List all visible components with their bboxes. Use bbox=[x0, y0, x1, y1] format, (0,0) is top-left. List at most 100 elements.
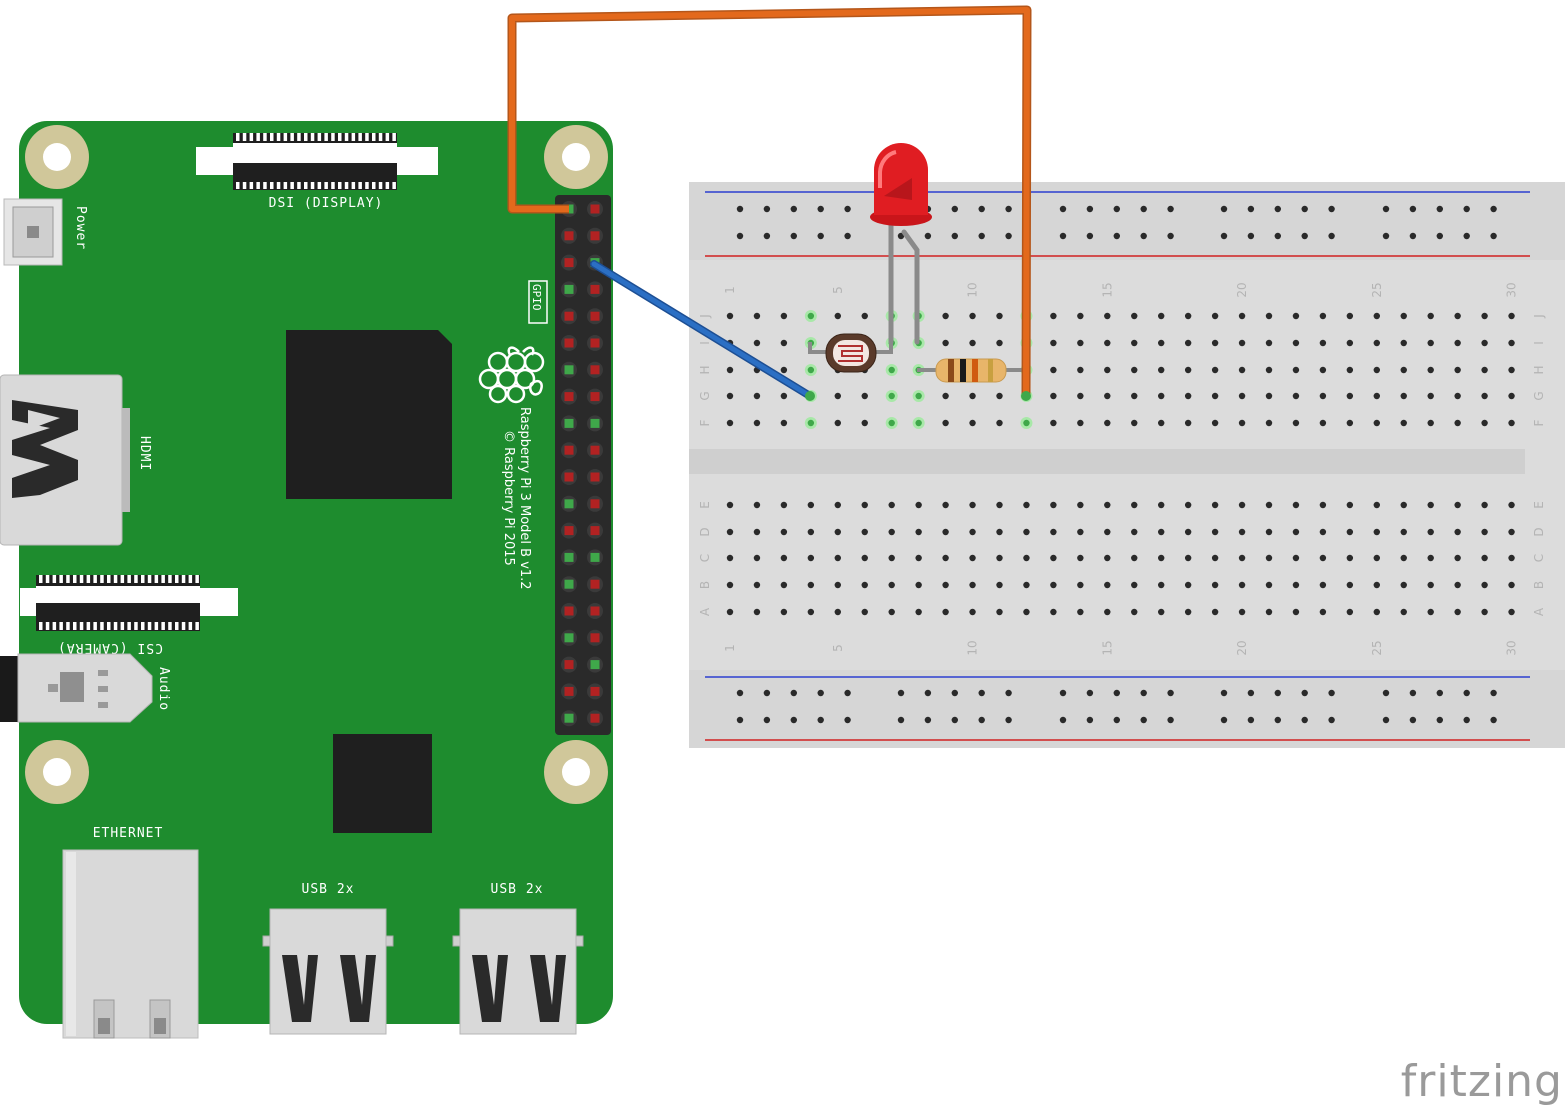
breadboard-hole[interactable] bbox=[1265, 608, 1273, 616]
breadboard-hole[interactable] bbox=[726, 419, 734, 427]
breadboard-hole[interactable] bbox=[888, 608, 895, 616]
rail-hole[interactable] bbox=[817, 232, 824, 240]
breadboard-hole[interactable] bbox=[1508, 392, 1515, 400]
gpio-pin[interactable] bbox=[564, 499, 574, 509]
rail-hole[interactable] bbox=[1409, 232, 1417, 240]
breadboard-hole[interactable] bbox=[1400, 392, 1407, 400]
breadboard-hole[interactable] bbox=[969, 581, 976, 589]
rail-hole[interactable] bbox=[736, 205, 744, 213]
rail-hole[interactable] bbox=[1005, 689, 1012, 697]
rail-hole[interactable] bbox=[1059, 689, 1067, 697]
breadboard-hole[interactable] bbox=[1481, 581, 1488, 589]
rail-hole[interactable] bbox=[1140, 689, 1147, 697]
breadboard-hole[interactable] bbox=[1023, 608, 1030, 616]
breadboard-hole[interactable] bbox=[780, 366, 788, 374]
rail-hole[interactable] bbox=[1247, 205, 1255, 213]
breadboard-hole[interactable] bbox=[915, 554, 922, 562]
breadboard-hole[interactable] bbox=[1508, 608, 1515, 616]
breadboard-hole[interactable] bbox=[1238, 392, 1246, 400]
rail-hole[interactable] bbox=[897, 689, 905, 697]
breadboard-hole[interactable] bbox=[1238, 419, 1246, 427]
breadboard-hole[interactable] bbox=[807, 581, 815, 589]
breadboard-hole[interactable] bbox=[1373, 554, 1381, 562]
breadboard-hole[interactable] bbox=[888, 366, 895, 374]
breadboard-hole[interactable] bbox=[1319, 339, 1327, 347]
breadboard-hole[interactable] bbox=[915, 608, 922, 616]
breadboard-hole[interactable] bbox=[1104, 419, 1111, 427]
rail-hole[interactable] bbox=[1059, 205, 1067, 213]
rail-hole[interactable] bbox=[1140, 205, 1147, 213]
rail-hole[interactable] bbox=[1274, 689, 1282, 697]
breadboard-hole[interactable] bbox=[1265, 339, 1273, 347]
breadboard-hole[interactable] bbox=[1184, 339, 1192, 347]
breadboard-hole[interactable] bbox=[1050, 608, 1057, 616]
rail-hole[interactable] bbox=[1274, 232, 1282, 240]
breadboard-hole[interactable] bbox=[1158, 312, 1165, 320]
breadboard-hole[interactable] bbox=[1292, 312, 1300, 320]
breadboard-hole[interactable] bbox=[942, 501, 949, 509]
breadboard-hole[interactable] bbox=[1481, 392, 1488, 400]
breadboard-hole[interactable] bbox=[1265, 392, 1273, 400]
rail-hole[interactable] bbox=[1436, 205, 1444, 213]
breadboard-hole[interactable] bbox=[1023, 581, 1030, 589]
breadboard-hole[interactable] bbox=[1481, 501, 1488, 509]
gpio-pin[interactable] bbox=[590, 472, 600, 482]
gpio-pin[interactable] bbox=[590, 392, 600, 402]
breadboard-hole[interactable] bbox=[996, 501, 1003, 509]
rail-hole[interactable] bbox=[1059, 232, 1067, 240]
breadboard-hole[interactable] bbox=[1346, 501, 1354, 509]
breadboard-hole[interactable] bbox=[1481, 312, 1488, 320]
rail-hole[interactable] bbox=[736, 232, 744, 240]
rail-hole[interactable] bbox=[951, 232, 958, 240]
breadboard-hole[interactable] bbox=[1131, 528, 1138, 536]
rail-hole[interactable] bbox=[844, 716, 851, 724]
rail-hole[interactable] bbox=[817, 716, 824, 724]
breadboard-hole[interactable] bbox=[807, 528, 815, 536]
rail-hole[interactable] bbox=[1436, 716, 1444, 724]
breadboard-hole[interactable] bbox=[1211, 608, 1219, 616]
breadboard-hole[interactable] bbox=[996, 608, 1003, 616]
rail-hole[interactable] bbox=[1328, 205, 1335, 213]
breadboard-hole[interactable] bbox=[1238, 554, 1246, 562]
breadboard-hole[interactable] bbox=[969, 608, 976, 616]
rail-hole[interactable] bbox=[1005, 716, 1012, 724]
breadboard-hole[interactable] bbox=[1481, 419, 1488, 427]
breadboard-hole[interactable] bbox=[1319, 554, 1327, 562]
breadboard-hole[interactable] bbox=[1346, 581, 1354, 589]
rail-hole[interactable] bbox=[1409, 689, 1417, 697]
breadboard-hole[interactable] bbox=[942, 581, 949, 589]
breadboard-hole[interactable] bbox=[969, 528, 976, 536]
breadboard-hole[interactable] bbox=[1184, 392, 1192, 400]
breadboard-hole[interactable] bbox=[1211, 392, 1219, 400]
rail-hole[interactable] bbox=[1490, 205, 1497, 213]
rail-hole[interactable] bbox=[1113, 205, 1121, 213]
breadboard-hole[interactable] bbox=[861, 608, 868, 616]
breadboard-hole[interactable] bbox=[1319, 392, 1327, 400]
breadboard-hole[interactable] bbox=[1400, 339, 1407, 347]
breadboard-hole[interactable] bbox=[1238, 312, 1246, 320]
rail-hole[interactable] bbox=[1328, 689, 1335, 697]
breadboard-hole[interactable] bbox=[1508, 339, 1515, 347]
breadboard-hole[interactable] bbox=[1211, 581, 1219, 589]
breadboard-hole[interactable] bbox=[1050, 366, 1057, 374]
breadboard-hole[interactable] bbox=[1077, 608, 1084, 616]
breadboard-hole[interactable] bbox=[1131, 366, 1138, 374]
rail-hole[interactable] bbox=[790, 205, 797, 213]
rail-hole[interactable] bbox=[1301, 205, 1308, 213]
rail-hole[interactable] bbox=[844, 205, 851, 213]
breadboard-hole[interactable] bbox=[1508, 312, 1515, 320]
gpio-pin[interactable] bbox=[564, 633, 574, 643]
breadboard-hole[interactable] bbox=[969, 392, 976, 400]
gpio-pin[interactable] bbox=[590, 526, 600, 536]
rail-hole[interactable] bbox=[1436, 689, 1444, 697]
breadboard-hole[interactable] bbox=[1427, 501, 1434, 509]
rail-hole[interactable] bbox=[1463, 689, 1470, 697]
breadboard-hole[interactable] bbox=[753, 581, 761, 589]
breadboard-hole[interactable] bbox=[861, 419, 868, 427]
rail-hole[interactable] bbox=[978, 689, 985, 697]
rail-hole[interactable] bbox=[1113, 689, 1121, 697]
rail-hole[interactable] bbox=[763, 716, 771, 724]
breadboard-hole[interactable] bbox=[1427, 392, 1434, 400]
breadboard-hole[interactable] bbox=[1292, 419, 1300, 427]
breadboard-hole[interactable] bbox=[1211, 312, 1219, 320]
